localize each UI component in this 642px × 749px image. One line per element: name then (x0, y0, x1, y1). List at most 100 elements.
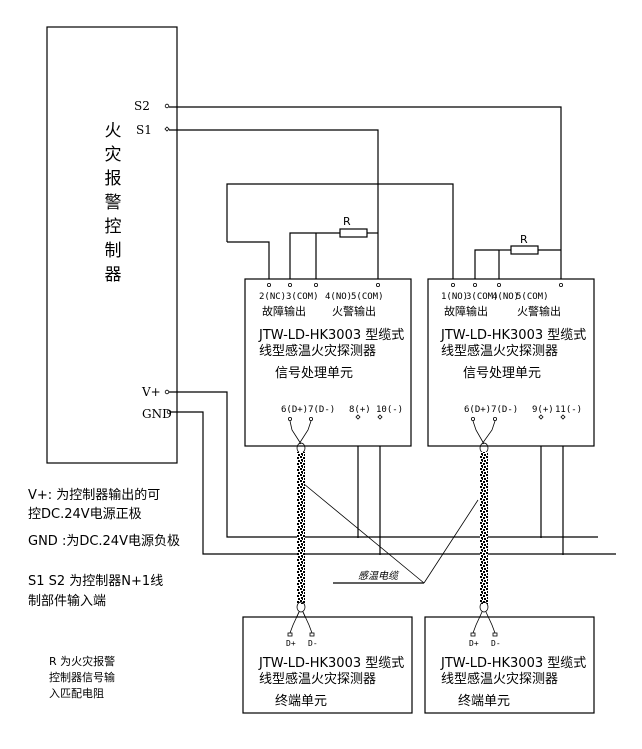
wire-d-plus (472, 611, 483, 634)
controller-title-char: 控 (105, 217, 122, 237)
controller-title: 火 灾 报 警 控 制 器 (105, 121, 122, 285)
signal-unit-2: 1(NO) 3(COM) 4(NO) 5(COM) 故障输出 火警输出 JTW-… (427, 278, 595, 447)
cable-body (480, 452, 488, 604)
wire-d-plus-inner (289, 611, 300, 634)
model-line-2: 线型感温火灾探测器 (259, 671, 376, 687)
unit-name: 终端单元 (458, 693, 510, 709)
terminal-label: 10(-) (376, 405, 403, 415)
terminal-label-s2: S2 (134, 99, 150, 113)
terminal-label: 4(NO) (492, 292, 519, 302)
terminal-label: 4(NO) (325, 292, 352, 302)
note-gnd: GND :为DC.24V电源负极 (28, 534, 180, 549)
terminal-label-s1: S1 (136, 123, 152, 137)
terminal-label: 5(COM) (516, 292, 549, 302)
heat-sensing-cable-2 (479, 442, 489, 613)
wire-fault-to-unit1 (227, 241, 270, 283)
wire-d-plus (289, 420, 302, 445)
cable-label-callout: 感温电缆 (303, 483, 479, 584)
terminal-label: 1(NO) (441, 292, 468, 302)
resistor-label: R (520, 233, 528, 246)
unit-name: 信号处理单元 (275, 366, 353, 381)
terminal-label: 3(COM) (466, 292, 499, 302)
terminal-s1-icon (164, 126, 170, 132)
legend-notes: V+: 为控制器输出的可 控DC.24V电源正极 GND :为DC.24V电源负… (28, 487, 180, 700)
wire-d-minus (298, 420, 312, 445)
model-line-1: JTW-LD-HK3003 型缆式 (440, 655, 586, 671)
terminal-label: D- (491, 639, 501, 648)
terminal-label: 2(NC) (259, 292, 286, 302)
terminal-label: 9(+) (532, 405, 554, 415)
terminal-icon (287, 282, 292, 287)
unit-name: 终端单元 (275, 693, 327, 709)
wire-vplus-bus (169, 391, 598, 538)
terminal-label: 5(COM) (351, 292, 384, 302)
end-unit-box (424, 616, 595, 714)
note-r-line1: R 为火灾报警 (49, 654, 115, 668)
note-r-line2: 控制器信号输 (49, 670, 115, 684)
terminal-icon (287, 416, 292, 421)
terminal-icon (472, 282, 477, 287)
terminal-icon (492, 632, 498, 637)
terminal-s2-icon (164, 103, 170, 109)
model-line-1: JTW-LD-HK3003 型缆式 (258, 327, 404, 343)
wire-d-minus-inner (302, 611, 313, 634)
end-unit-1: D+ D- JTW-LD-HK3003 型缆式 线型感温火灾探测器 终端单元 (242, 611, 413, 714)
terminal-icon (560, 414, 566, 420)
cable-knot-icon (296, 601, 306, 613)
wire-d-plus (472, 420, 485, 445)
resistor-r1 (339, 228, 368, 238)
model-line-2: 线型感温火灾探测器 (441, 671, 558, 687)
terminal-label-gnd: GND (142, 407, 172, 421)
note-vplus-line2: 控DC.24V电源正极 (28, 507, 142, 522)
terminal-icon (355, 414, 361, 420)
signal-unit-box (427, 278, 595, 447)
fault-output-label: 故障输出 (444, 304, 488, 318)
terminal-icon (266, 282, 271, 287)
terminal-icon (377, 414, 383, 420)
controller-title-char: 警 (105, 193, 122, 213)
wires (169, 106, 616, 555)
terminal-label: 3(COM) (286, 292, 319, 302)
end-unit-2: D+ D- JTW-LD-HK3003 型缆式 线型感温火灾探测器 终端单元 (424, 611, 595, 714)
note-r-line3: 入匹配电阻 (49, 687, 104, 700)
controller-title-char: 制 (105, 241, 122, 261)
terminal-icon (538, 414, 544, 420)
wire-unit1-com3 (289, 232, 316, 283)
leader-line (423, 499, 479, 584)
signal-unit-box (244, 278, 412, 447)
cable-label: 感温电缆 (358, 570, 400, 582)
terminal-label: 11(-) (555, 405, 582, 415)
wire-d-minus (485, 611, 496, 634)
note-s-line2: 制部件输入端 (28, 593, 106, 609)
terminal-label: D+ (469, 639, 479, 648)
terminal-label: 8(+) (349, 405, 371, 415)
terminal-icon (309, 632, 315, 637)
terminal-label: D- (308, 639, 318, 648)
model-line-2: 线型感温火灾探测器 (259, 343, 376, 359)
terminal-icon (287, 632, 293, 637)
leader-line (303, 483, 425, 584)
terminal-vplus-icon (164, 389, 170, 395)
terminal-icon (308, 416, 313, 421)
terminal-label-vplus: V+ (141, 385, 161, 399)
terminal-label: 6(D+)7(D-) (464, 405, 518, 415)
cable-knot-icon (479, 601, 489, 613)
terminal-icon (450, 282, 455, 287)
terminal-icon (375, 282, 380, 287)
model-line-1: JTW-LD-HK3003 型缆式 (440, 327, 586, 343)
terminal-icon (313, 282, 318, 287)
controller-box (46, 26, 178, 464)
fire-alarm-controller: 火 灾 报 警 控 制 器 S2 S1 V+ GND (46, 26, 178, 464)
wire-unit2-com3 (474, 249, 499, 283)
controller-title-char: 火 (105, 121, 122, 141)
terminal-icon (496, 282, 501, 287)
terminal-icon (470, 632, 476, 637)
wire-fault-loop (226, 183, 454, 283)
fault-output-label: 故障输出 (262, 304, 306, 318)
terminal-icon (559, 282, 564, 287)
wire-d-minus (481, 420, 496, 445)
controller-title-char: 器 (105, 265, 122, 285)
note-vplus-line1: V+: 为控制器输出的可 (28, 487, 160, 503)
note-s-line1: S1 S2 为控制器N+1线 (28, 574, 163, 589)
wire-s2 (169, 106, 562, 283)
